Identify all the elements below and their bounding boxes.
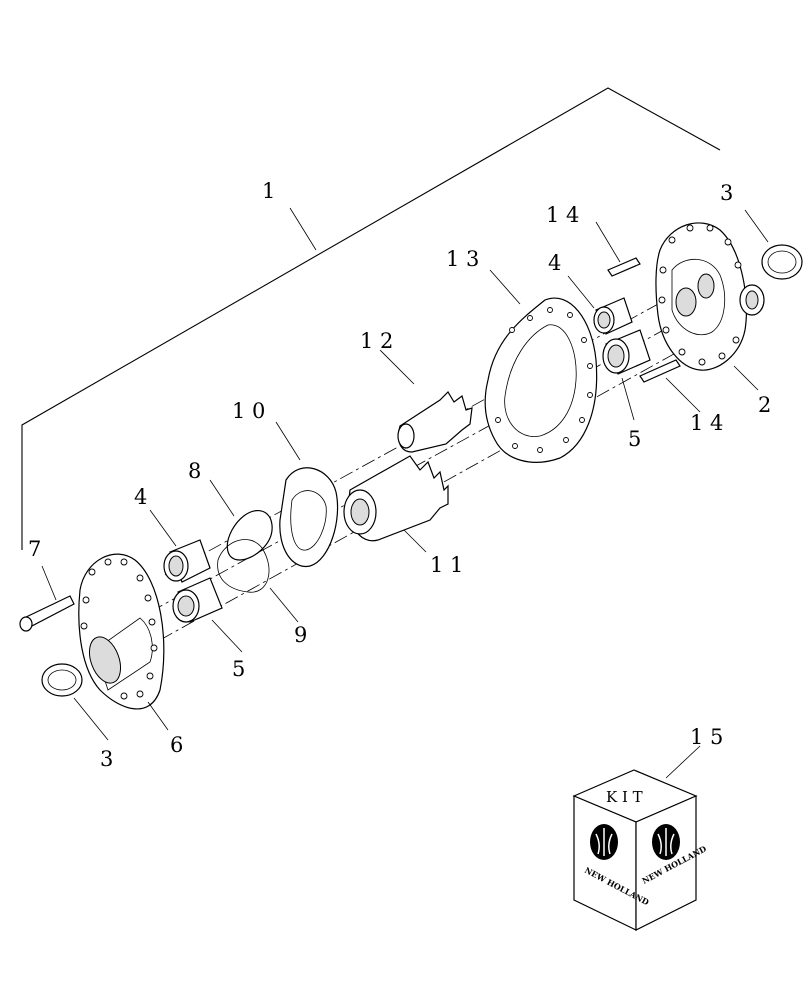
- callout-11: 1 1: [430, 553, 463, 577]
- idler-gear-part: [397, 391, 473, 453]
- callout-4-front: 4: [134, 485, 147, 509]
- callout-14-lower: 1 4: [690, 411, 723, 435]
- seal-ring-front: [41, 663, 83, 697]
- callout-3-rear: 3: [720, 181, 733, 205]
- wear-plate-part: [279, 467, 339, 567]
- callout-5-rear: 5: [628, 427, 641, 451]
- seal-ring-rear: [761, 244, 803, 280]
- callout-2: 2: [758, 393, 771, 417]
- callout-12: 1 2: [360, 329, 393, 353]
- dowel-pin-lower: [639, 359, 681, 383]
- seal-9-part: [217, 539, 270, 593]
- gear-body-part: [484, 297, 598, 463]
- bearing-rear-lower: [602, 329, 651, 375]
- callout-8: 8: [188, 459, 201, 483]
- housing-bolt-holes: [80, 558, 158, 700]
- seal-8-part: [226, 510, 273, 561]
- rear-housing-part: [655, 222, 765, 371]
- leader-lines: [41, 207, 769, 779]
- kit-label: K I T: [606, 788, 643, 806]
- callout-4-rear: 4: [548, 251, 561, 275]
- callout-9: 9: [294, 623, 307, 647]
- callout-1: 1: [262, 179, 275, 203]
- body-bolt-holes: [495, 307, 593, 453]
- callout-3-front: 3: [100, 747, 113, 771]
- callout-5-front: 5: [232, 657, 245, 681]
- drive-gear-part: [343, 455, 449, 542]
- kit-box: K I T NEW HOLLAND NEW HOLLAND: [572, 769, 708, 931]
- dowel-pin-upper: [607, 257, 641, 277]
- callout-15: 1 5: [690, 725, 723, 749]
- axis-lines: [149, 269, 721, 641]
- front-housing-part: [78, 553, 165, 710]
- callout-13: 1 3: [446, 247, 479, 271]
- callout-14-upper: 1 4: [546, 203, 579, 227]
- bearing-front-upper: [163, 539, 211, 583]
- callout-6: 6: [170, 733, 183, 757]
- bolt-part: [19, 595, 75, 632]
- callout-labels: 1 2 3 3 4 4 5 5 6 7 8 9 1 0 1 1 1 2 1 3 …: [28, 179, 771, 771]
- callout-7: 7: [28, 537, 41, 561]
- rear-housing-bolt-holes: [658, 224, 742, 366]
- bearing-front-lower: [172, 577, 223, 623]
- callout-10: 1 0: [232, 399, 265, 423]
- bearing-rear-upper: [593, 297, 633, 335]
- assembly-bracket: [21, 87, 721, 550]
